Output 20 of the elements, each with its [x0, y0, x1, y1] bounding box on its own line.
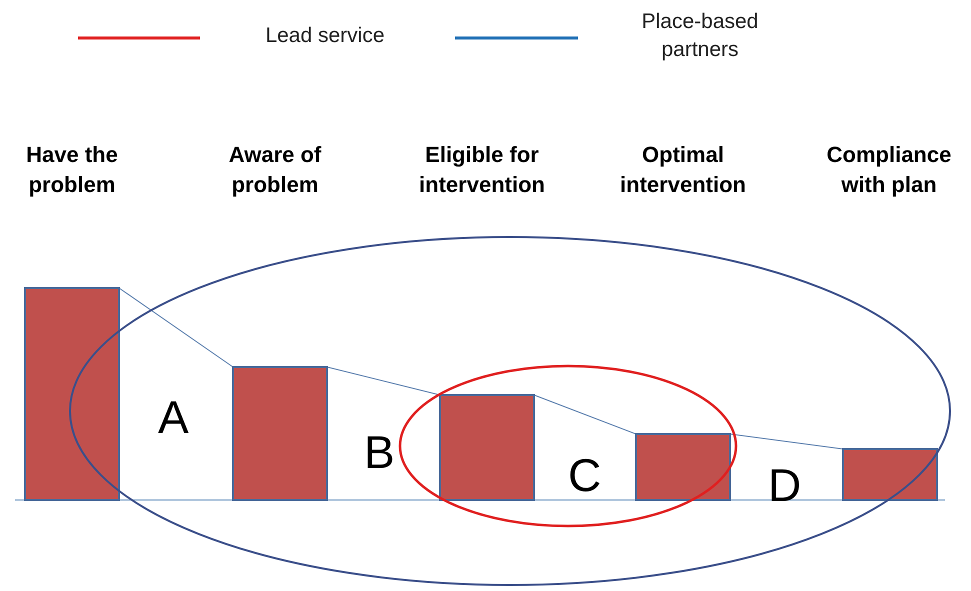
trend-line [730, 434, 844, 450]
trend-line [534, 394, 636, 434]
stage-heading: Have the problem [25, 141, 119, 199]
gap-letter: A [158, 392, 189, 442]
bar [439, 394, 535, 501]
stage-heading: Compliance with plan [826, 141, 952, 199]
bar [842, 448, 938, 501]
stage-heading: Aware of problem [228, 141, 322, 199]
stage-heading: Eligible for intervention [418, 141, 546, 199]
stage-heading: Optimal intervention [619, 141, 747, 199]
gap-letter: D [768, 460, 802, 510]
bar [232, 366, 328, 501]
trend-line [326, 366, 440, 396]
bar [24, 287, 120, 501]
trend-line [118, 288, 234, 368]
legend-label: Place-based partners [640, 9, 760, 63]
gap-letter: C [568, 450, 602, 500]
legend-label: Lead service [264, 23, 386, 49]
gap-letter: B [364, 427, 395, 477]
bar [635, 433, 731, 501]
